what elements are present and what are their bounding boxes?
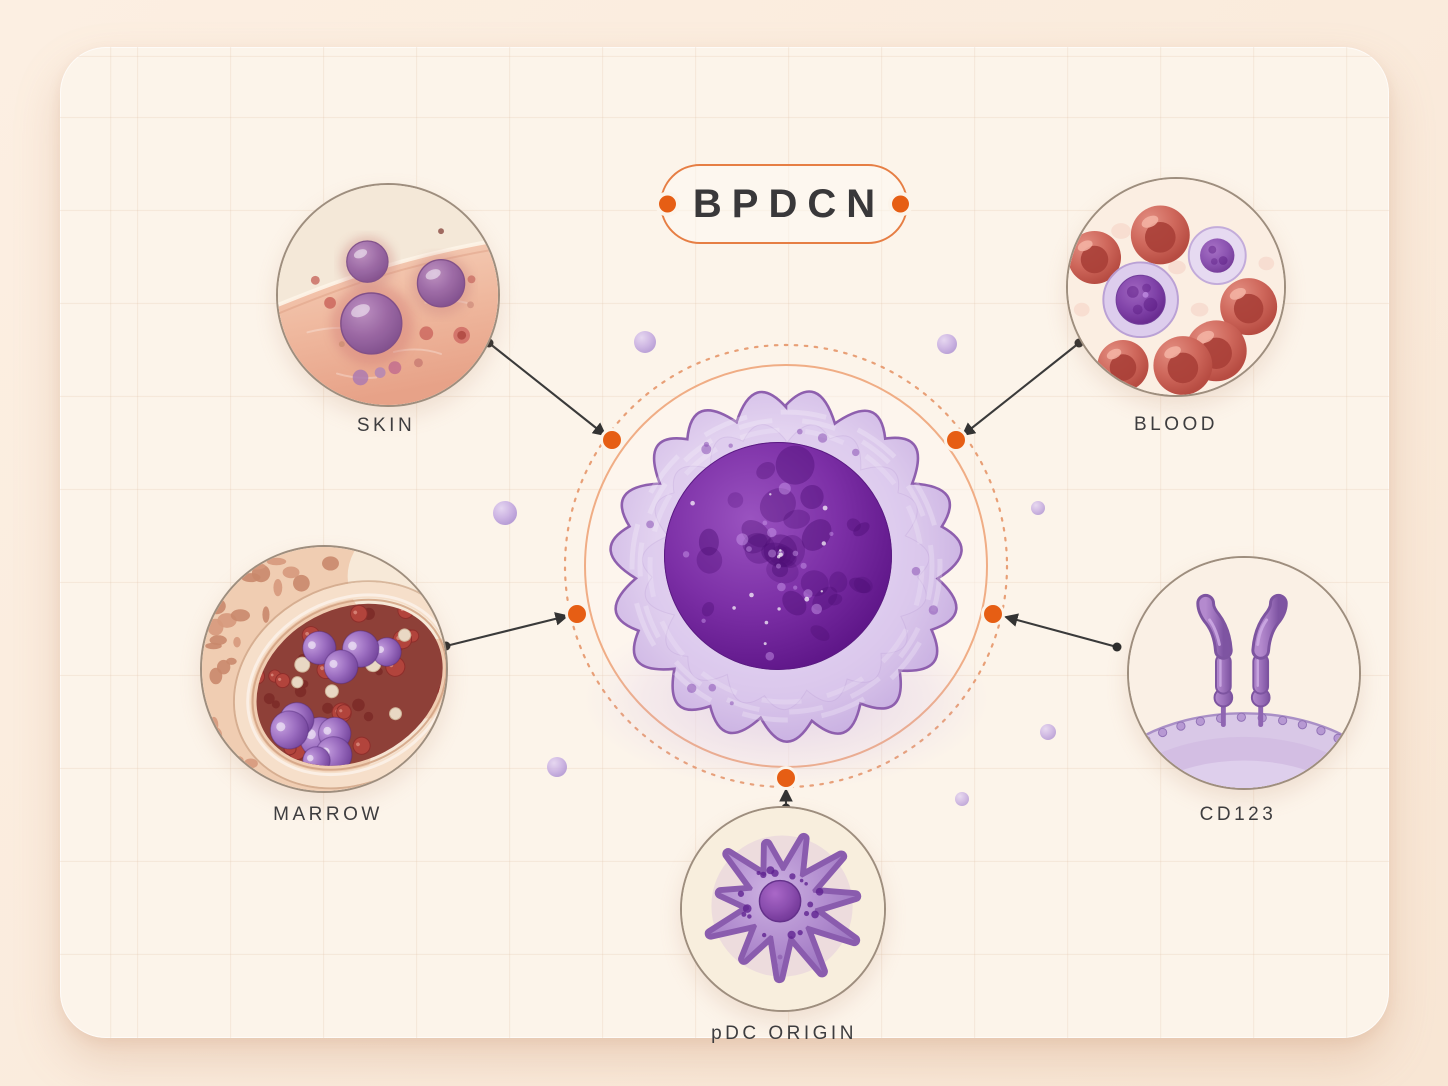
- node-circle-skin: [276, 183, 500, 407]
- plasmacytoid-dendritic-cell-illustration-icon: [682, 808, 884, 1010]
- decorative-bubbles: [493, 331, 1056, 806]
- skin-nodules: [340, 240, 466, 355]
- orbit-ring-solid: [584, 364, 988, 768]
- orbit-ring-dashed: [563, 343, 1009, 789]
- blast-cells: [1102, 226, 1247, 339]
- cell-shadow: [581, 607, 991, 791]
- connectors: [445, 342, 1118, 808]
- connector-edge-dots: [441, 338, 1122, 813]
- plasma-blobs: [1073, 223, 1275, 317]
- red-blood-cells: [1068, 205, 1278, 395]
- title-pill-right-dot-icon: [892, 195, 909, 213]
- title-pill: BPDCN: [659, 164, 909, 244]
- orbit-rings: [563, 343, 1009, 789]
- page-title: BPDCN: [692, 181, 886, 226]
- node-label-blood: BLOOD: [1133, 414, 1219, 435]
- skin-lesions-illustration-icon: [278, 185, 498, 405]
- bpdcn-tumor-cell-illustration: [609, 390, 963, 743]
- skin-papules: [310, 228, 476, 386]
- node-label-skin: SKIN: [356, 415, 416, 436]
- connector-blood: [961, 342, 1080, 437]
- dendritic-cell-nucleus: [758, 879, 802, 923]
- diagram-card: SKIN: [60, 47, 1389, 1044]
- title-pill-left-dot-icon: [659, 195, 676, 213]
- node-circle-pdc: [680, 806, 886, 1012]
- node-label-marrow: MARROW: [273, 804, 383, 825]
- connector-skin: [488, 342, 607, 437]
- node-circle-cd123: [1127, 556, 1361, 790]
- connector-marrow: [445, 612, 569, 648]
- node-label-cd123: CD123: [1199, 804, 1277, 825]
- cell-membrane: [609, 390, 963, 743]
- node-label-pdc: pDC ORIGIN: [711, 1023, 857, 1044]
- blood-cells-illustration-icon: [1068, 179, 1284, 395]
- node-circle-blood: [1066, 177, 1286, 397]
- node-circle-marrow: [200, 545, 448, 793]
- cell-nucleus: [664, 442, 892, 670]
- bone-marrow-illustration-icon: [202, 547, 446, 791]
- cd123-receptor-illustration-icon: [1129, 558, 1359, 788]
- connector-orange-dots: [565, 428, 1005, 790]
- cd123-receptors: [1196, 593, 1288, 728]
- connector-cd123: [1004, 613, 1118, 649]
- cell-cytoplasm-specks: [646, 428, 939, 706]
- dendritic-cell-granules: [737, 866, 824, 940]
